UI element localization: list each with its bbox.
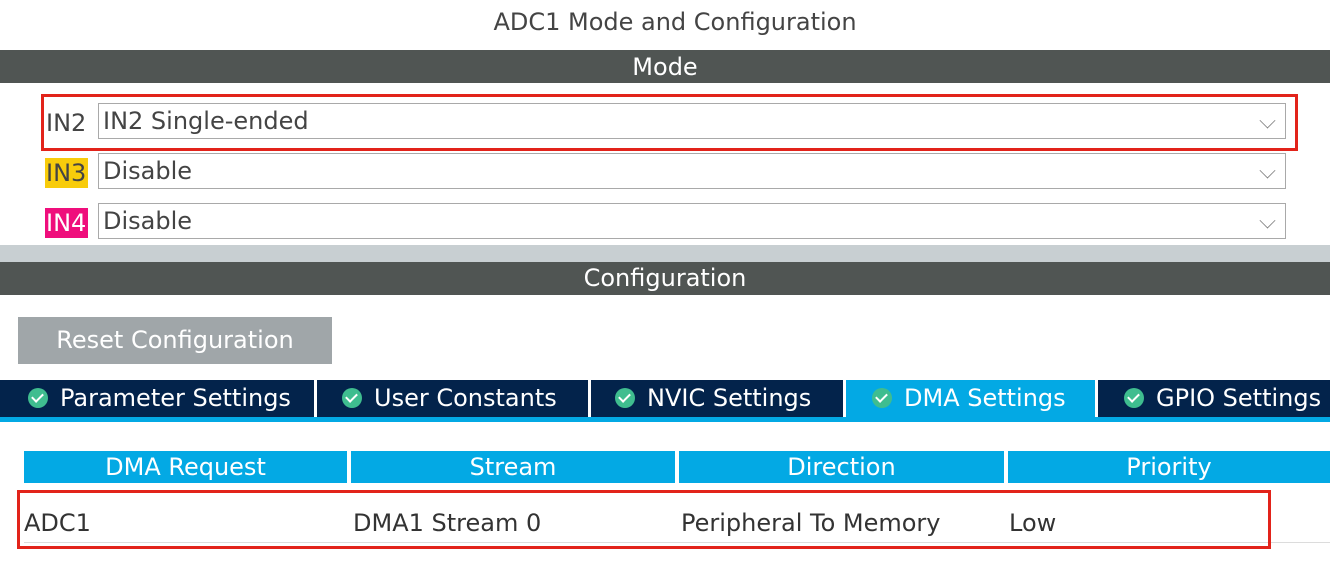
tab-underline bbox=[0, 417, 1330, 422]
config-tabs: Parameter Settings User Constants NVIC S… bbox=[0, 380, 1330, 417]
chevron-down-icon bbox=[1259, 212, 1276, 229]
in2-mode-select[interactable]: IN2 Single-ended bbox=[98, 103, 1286, 139]
column-header-stream[interactable]: Stream bbox=[351, 451, 675, 483]
row-divider bbox=[24, 542, 1330, 543]
mode-row-in3: IN3 Disable bbox=[45, 153, 1288, 191]
window-title: ADC1 Mode and Configuration bbox=[493, 8, 857, 36]
tab-label: GPIO Settings bbox=[1156, 384, 1322, 412]
direction-cell: Peripheral To Memory bbox=[681, 509, 941, 537]
column-header-direction[interactable]: Direction bbox=[679, 451, 1004, 483]
tab-parameter-settings[interactable]: Parameter Settings bbox=[0, 380, 314, 417]
tab-label: Parameter Settings bbox=[60, 384, 291, 412]
tab-user-constants[interactable]: User Constants bbox=[317, 380, 588, 417]
tab-dma-settings[interactable]: DMA Settings bbox=[846, 380, 1095, 417]
dma-request-cell: ADC1 bbox=[24, 509, 91, 537]
tab-nvic-settings[interactable]: NVIC Settings bbox=[591, 380, 843, 417]
mode-row-in2: IN2 IN2 Single-ended bbox=[45, 103, 1288, 141]
check-circle-icon bbox=[872, 388, 892, 408]
in3-mode-select[interactable]: Disable bbox=[98, 153, 1286, 189]
reset-configuration-button[interactable]: Reset Configuration bbox=[18, 317, 332, 364]
in2-highlight-box bbox=[41, 94, 1298, 151]
dma-row-highlight-box bbox=[17, 490, 1271, 549]
in4-mode-value: Disable bbox=[103, 207, 193, 235]
priority-cell: Low bbox=[1009, 509, 1057, 537]
tab-label: User Constants bbox=[374, 384, 557, 412]
tab-label: NVIC Settings bbox=[647, 384, 812, 412]
channel-label-in2: IN2 bbox=[46, 109, 87, 137]
check-circle-icon bbox=[615, 388, 635, 408]
check-circle-icon bbox=[1124, 388, 1144, 408]
chevron-down-icon bbox=[1259, 162, 1276, 179]
tab-label: DMA Settings bbox=[904, 384, 1066, 412]
in4-mode-select[interactable]: Disable bbox=[98, 203, 1286, 239]
channel-label-in4: IN4 bbox=[45, 208, 89, 238]
in2-mode-value: IN2 Single-ended bbox=[103, 107, 309, 135]
stream-cell: DMA1 Stream 0 bbox=[353, 509, 542, 537]
channel-label-in3: IN3 bbox=[45, 158, 89, 188]
section-divider bbox=[0, 245, 1330, 262]
tab-gpio-settings[interactable]: GPIO Settings bbox=[1098, 380, 1330, 417]
mode-row-in4: IN4 Disable bbox=[45, 203, 1288, 241]
mode-section-header: Mode bbox=[0, 50, 1330, 83]
configuration-section-header: Configuration bbox=[0, 262, 1330, 295]
column-header-dma-request[interactable]: DMA Request bbox=[24, 451, 347, 483]
check-circle-icon bbox=[28, 388, 48, 408]
in3-mode-value: Disable bbox=[103, 157, 193, 185]
check-circle-icon bbox=[342, 388, 362, 408]
column-header-priority[interactable]: Priority bbox=[1008, 451, 1330, 483]
